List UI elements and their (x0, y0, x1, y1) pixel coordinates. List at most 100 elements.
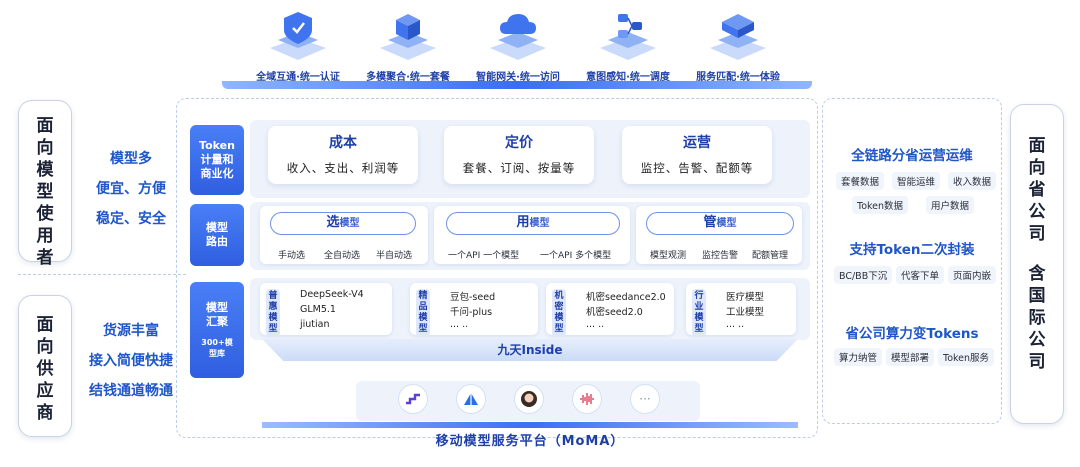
left-features-suppliers: 货源丰富 接入简便快捷 结钱通道畅通 (76, 316, 186, 406)
top-base-bar (222, 81, 812, 89)
pill-suffix: 模型 (529, 218, 550, 229)
routing-option: 监控告警 (702, 251, 739, 261)
chip-icon (710, 14, 766, 60)
model-tag: 普惠模型 (266, 289, 280, 337)
model-line: 工业模型 (726, 307, 765, 318)
routing-option: 全自动选 (324, 251, 361, 261)
waveform-icon (572, 384, 602, 414)
model-line: GLM5.1 (300, 304, 336, 315)
top-item-label: 智能网关·统一访问 (476, 72, 560, 83)
routing-pill-manage: 管模型 (646, 212, 794, 235)
model-line: ... .. (450, 319, 469, 330)
band-aggregation-label: 模型汇聚 (206, 301, 228, 328)
routing-option: 半自动选 (376, 251, 413, 261)
feature-item: 模型多 (110, 151, 152, 167)
right-tag: 用户数据 (926, 196, 975, 214)
far-right-heading-line2: 含国际公司 (1028, 264, 1046, 372)
token-card-operation: 运营 监控、告警、配额等 (622, 126, 772, 184)
token-card-pricing: 定价 套餐、订阅、按量等 (444, 126, 594, 184)
model-tag: 精品模型 (416, 289, 430, 337)
pill-suffix: 模型 (339, 218, 360, 229)
right-tag: 智能运维 (892, 172, 941, 190)
left-heading-box-users: 面向模型使用者 (18, 100, 72, 268)
card-title: 成本 (329, 135, 357, 151)
token-card-cost: 成本 收入、支出、利润等 (268, 126, 418, 184)
routing-option: 手动选 (278, 251, 306, 261)
routing-option: 一个API 多个模型 (540, 251, 612, 261)
top-item-label: 多模聚合·统一套餐 (366, 72, 450, 83)
feature-item: 稳定、安全 (96, 211, 166, 227)
model-line: ... .. (726, 319, 745, 330)
mountain-logo-icon (456, 384, 486, 414)
top-item-1: 全域互通·统一认证 (238, 8, 358, 83)
main-frame (176, 98, 818, 438)
model-line: 机密seed2.0 (586, 307, 643, 318)
stairs-icon (398, 384, 428, 414)
cloud-icon (490, 14, 546, 60)
model-line: 豆包-seed (450, 292, 496, 303)
right-tag: 代客下单 (896, 266, 945, 284)
inside-banner: 九天Inside (262, 339, 798, 361)
model-tag: 机密模型 (552, 289, 566, 337)
feature-item: 货源丰富 (103, 323, 159, 339)
band-token: Token计量和商业化 (190, 125, 244, 195)
right-section-title: 支持Token二次封装 (849, 242, 975, 258)
model-card-general: 普惠模型 DeepSeek-V4 GLM5.1 jiutian (260, 283, 392, 337)
right-tag: 模型部署 (886, 348, 935, 366)
model-line: jiutian (300, 319, 330, 330)
pill-suffix: 模型 (716, 218, 737, 229)
right-tag: 收入数据 (948, 172, 997, 190)
shield-icon (270, 12, 326, 60)
nodes-icon (600, 14, 656, 60)
routing-option: 模型观测 (650, 251, 687, 261)
band-aggregation-note: 300+模型库 (201, 338, 233, 358)
far-right-heading-line1: 面向省公司 (1028, 136, 1046, 244)
routing-pill-select: 选模型 (270, 212, 416, 235)
top-item-4: 意图感知·统一调度 (568, 8, 688, 83)
model-line: 机密seedance2.0 (586, 292, 666, 303)
right-tag: BC/BB下沉 (834, 266, 893, 284)
card-sub: 收入、支出、利润等 (286, 161, 400, 175)
left-heading-box-suppliers: 面向供应商 (18, 295, 72, 437)
band-routing-label: 模型路由 (206, 221, 228, 248)
band-aggregation: 模型汇聚 300+模型库 (190, 282, 244, 378)
top-item-label: 服务匹配·统一体验 (696, 72, 780, 83)
platform-base-bar (262, 422, 798, 428)
band-routing: 模型路由 (190, 204, 244, 266)
right-section-title: 省公司算力变Tokens (845, 326, 979, 342)
left-heading-suppliers: 面向供应商 (36, 315, 54, 423)
model-line: 医疗模型 (726, 292, 765, 303)
top-item-3: 智能网关·统一访问 (458, 8, 578, 83)
model-tag: 行业模型 (692, 289, 706, 337)
model-card-confidential: 机密模型 机密seedance2.0 机密seed2.0 ... .. (546, 283, 674, 337)
right-tag: 页面内嵌 (948, 266, 997, 284)
model-line: 千问-plus (450, 307, 493, 318)
right-tag: Token服务 (938, 348, 995, 366)
right-section-title: 全链路分省运营运维 (851, 148, 973, 164)
routing-pill-use: 用模型 (446, 212, 620, 235)
top-item-2: 多模聚合·统一套餐 (348, 8, 468, 83)
routing-option: 一个API 一个模型 (448, 251, 520, 261)
cube-stack-icon (380, 14, 436, 60)
platform-label: 移动模型服务平台（MoMA） (435, 434, 625, 449)
feature-item: 结钱通道畅通 (89, 383, 173, 399)
band-token-label: Token计量和商业化 (199, 139, 235, 180)
feature-item: 便宜、方便 (96, 181, 166, 197)
more-icon: ··· (630, 384, 660, 414)
model-card-premium: 精品模型 豆包-seed 千问-plus ... .. (410, 283, 538, 337)
model-line: DeepSeek-V4 (300, 289, 364, 300)
pill-title: 用 (516, 215, 530, 230)
pill-title: 管 (703, 215, 717, 230)
left-heading-users: 面向模型使用者 (36, 116, 54, 268)
right-tag: 套餐数据 (836, 172, 885, 190)
card-title: 定价 (505, 135, 533, 151)
left-features-users: 模型多 便宜、方便 稳定、安全 (76, 144, 186, 234)
pill-title: 选 (326, 215, 340, 230)
routing-option: 配额管理 (752, 251, 789, 261)
avatar-icon (514, 384, 544, 414)
top-item-label: 意图感知·统一调度 (586, 72, 670, 83)
right-panel-frame (822, 98, 1002, 424)
card-sub: 套餐、订阅、按量等 (462, 161, 576, 175)
card-sub: 监控、告警、配额等 (640, 161, 754, 175)
feature-item: 接入简便快捷 (89, 353, 173, 369)
